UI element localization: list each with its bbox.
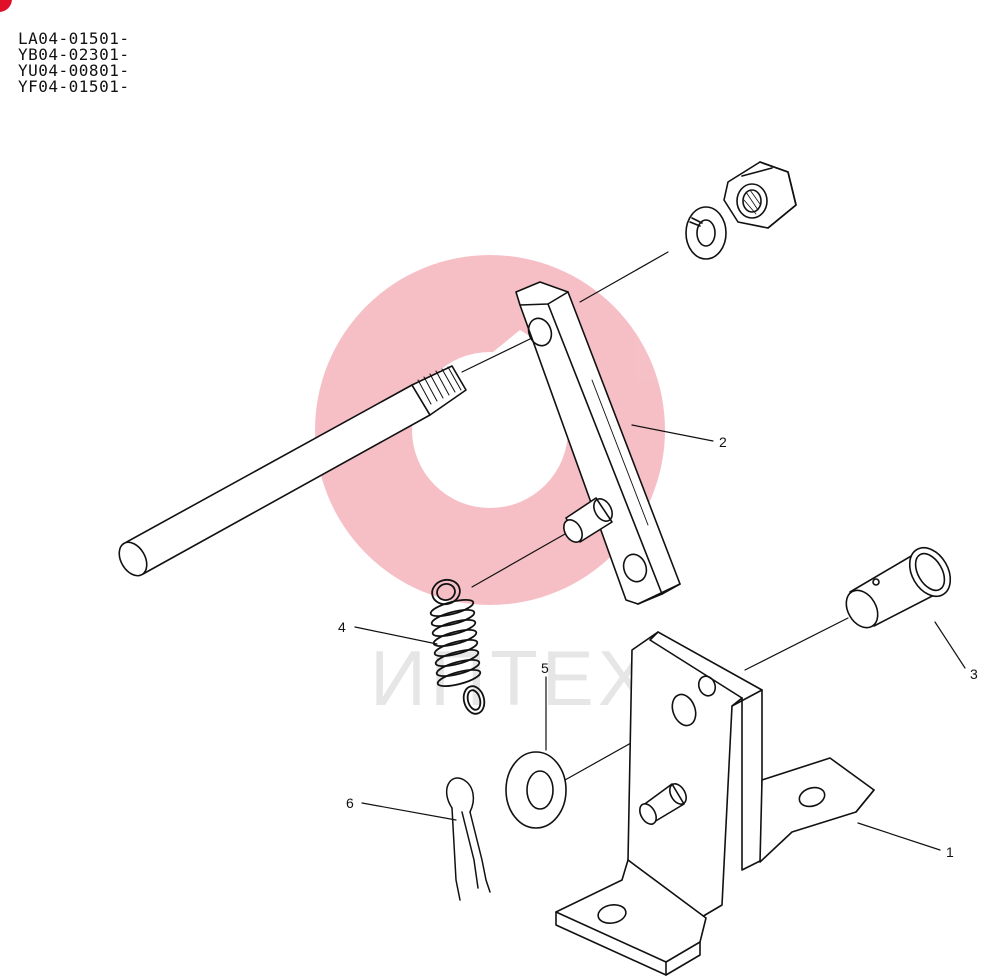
serial-code: YB04-02301- <box>18 45 130 64</box>
leader-lines <box>354 251 966 851</box>
clevis-pin <box>845 546 952 629</box>
callout-1: 1 <box>946 844 954 860</box>
cotter-pin <box>446 777 491 901</box>
callout-4: 4 <box>338 619 346 635</box>
mounting-bracket <box>555 631 875 976</box>
stud-pin <box>563 497 613 543</box>
flat-washer <box>505 751 567 829</box>
callout-6: 6 <box>346 795 354 811</box>
serial-code-list: LA04-01501- YB04-02301- YU04-00801- YF04… <box>18 31 129 95</box>
serial-code: YU04-00801- <box>18 61 130 80</box>
callout-2: 2 <box>719 434 727 450</box>
watermark-text: ИПТЕХ <box>370 634 654 722</box>
lever-arm <box>515 281 681 605</box>
spring-lock-washer <box>685 206 727 260</box>
callout-3: 3 <box>970 666 978 682</box>
pivot-rod <box>118 365 467 577</box>
hex-nut <box>723 161 797 229</box>
serial-code: YF04-01501- <box>18 77 130 96</box>
callout-5: 5 <box>541 660 549 676</box>
serial-code: LA04-01501- <box>18 29 130 48</box>
tension-spring <box>429 578 486 715</box>
callout-labels: 2 3 4 5 6 1 <box>338 434 978 860</box>
